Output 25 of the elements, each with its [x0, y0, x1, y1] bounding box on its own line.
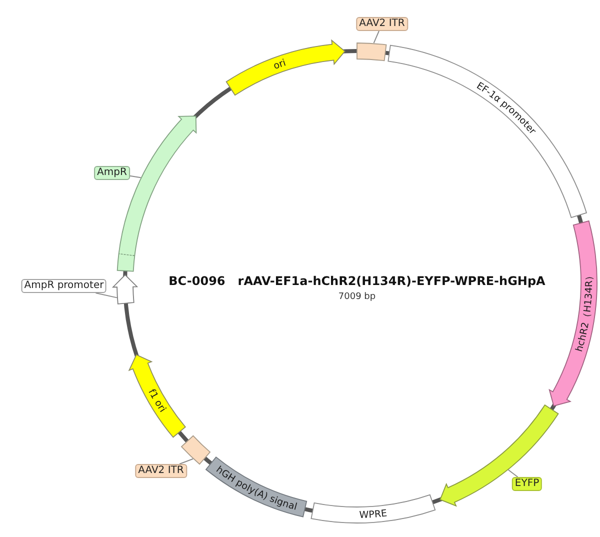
plasmid-feature [181, 435, 210, 465]
plasmid-feature [310, 494, 436, 524]
callout-label: AAV2 ITR [135, 464, 187, 478]
plasmid-feature [388, 44, 587, 218]
plasmid-size: 7009 bp [338, 292, 376, 302]
plasmid-feature [548, 220, 598, 406]
callout-label: EYFP [512, 477, 542, 491]
map-title: BC-0096 rAAV-EF1a-hChR2(H134R)-EYFP-WPRE-hGHpA [168, 274, 546, 288]
plasmid-feature [356, 42, 387, 62]
feature-label: WPRE [359, 508, 388, 521]
plasmid-feature [128, 354, 186, 438]
leader-line [129, 175, 142, 178]
plasmid-feature [440, 404, 559, 506]
callout-label: AmpR [94, 166, 130, 180]
plasmid-feature [226, 40, 346, 96]
leader-line [508, 469, 518, 478]
leader-line [178, 458, 194, 464]
leader-line [95, 292, 118, 298]
callout-label: AmpR promoter [21, 279, 107, 293]
plasmid-feature [112, 274, 138, 304]
feature-label: f1 ori [146, 387, 168, 414]
feature-label: ori [272, 57, 288, 72]
leader-line [373, 30, 380, 44]
plasmid-feature [206, 456, 308, 518]
callout-label: AAV2 ITR [356, 17, 408, 31]
